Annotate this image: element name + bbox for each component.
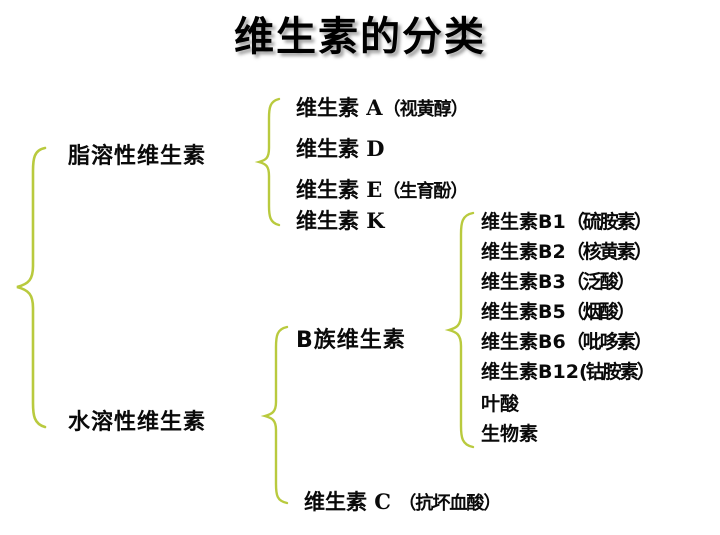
page-title: 维生素的分类 xyxy=(234,14,486,60)
list-item: 维生素 A（视黄醇） xyxy=(296,92,469,122)
vitamin-alias: （抗坏血酸） xyxy=(398,493,501,514)
list-item: 维生素B12(钴胺素） xyxy=(481,357,656,384)
list-item: 维生素 D xyxy=(296,133,385,163)
vitamin-name: 维生素 K xyxy=(296,208,385,233)
vitamin-alias: （硫胺素） xyxy=(565,211,653,233)
vitamin-alias: （核黄素） xyxy=(565,241,653,263)
vitamin-name: 维生素B3 xyxy=(481,271,566,293)
vitamin-name: 维生素B1 xyxy=(481,211,566,233)
vitamin-name: 维生素B2 xyxy=(481,241,566,263)
b-group-brace xyxy=(444,210,476,450)
list-item: 维生素B3（泛酸） xyxy=(481,267,636,294)
vitamin-alias: （泛酸） xyxy=(565,271,636,293)
category-b-group: B族维生素 xyxy=(296,328,406,353)
category-water-soluble: 水溶性维生素 xyxy=(68,410,207,435)
root-brace xyxy=(14,145,48,430)
vitamin-alias: （生育酚） xyxy=(382,181,468,202)
vitamin-alias: (钴胺素） xyxy=(578,361,656,383)
vitamin-alias: （烟酸） xyxy=(565,301,636,323)
vitamin-name: 维生素B6 xyxy=(481,331,566,353)
vitamin-name: 维生素 E xyxy=(296,177,383,202)
vitamin-alias: （吡哆素） xyxy=(565,331,653,353)
vitamin-name: 生物素 xyxy=(481,423,539,445)
vitamin-alias: （视黄醇） xyxy=(382,99,469,120)
vitamin-name: 维生素 C xyxy=(304,489,392,514)
list-item-vitamin-c: 维生素 C （抗坏血酸） xyxy=(304,486,501,516)
category-fat-soluble: 脂溶性维生素 xyxy=(68,144,207,169)
list-item: 维生素B6（吡哆素） xyxy=(481,327,653,354)
vitamin-name: 维生素B5 xyxy=(481,301,566,323)
list-item: 维生素 K xyxy=(296,205,385,235)
list-item: 叶酸 xyxy=(481,389,519,416)
list-item: 维生素B2（核黄素） xyxy=(481,237,653,264)
vitamin-name: 维生素B12 xyxy=(481,361,579,383)
fat-soluble-brace xyxy=(254,96,282,228)
vitamin-name: 维生素 A xyxy=(296,95,383,120)
list-item: 生物素 xyxy=(481,419,538,446)
list-item: 维生素B5（烟酸） xyxy=(481,297,636,324)
vitamin-name: 维生素 D xyxy=(296,136,385,161)
vitamin-name: 叶酸 xyxy=(481,393,520,415)
list-item: 维生素 E（生育酚） xyxy=(296,174,468,204)
water-soluble-brace xyxy=(260,324,290,506)
list-item: 维生素B1（硫胺素） xyxy=(481,207,653,234)
